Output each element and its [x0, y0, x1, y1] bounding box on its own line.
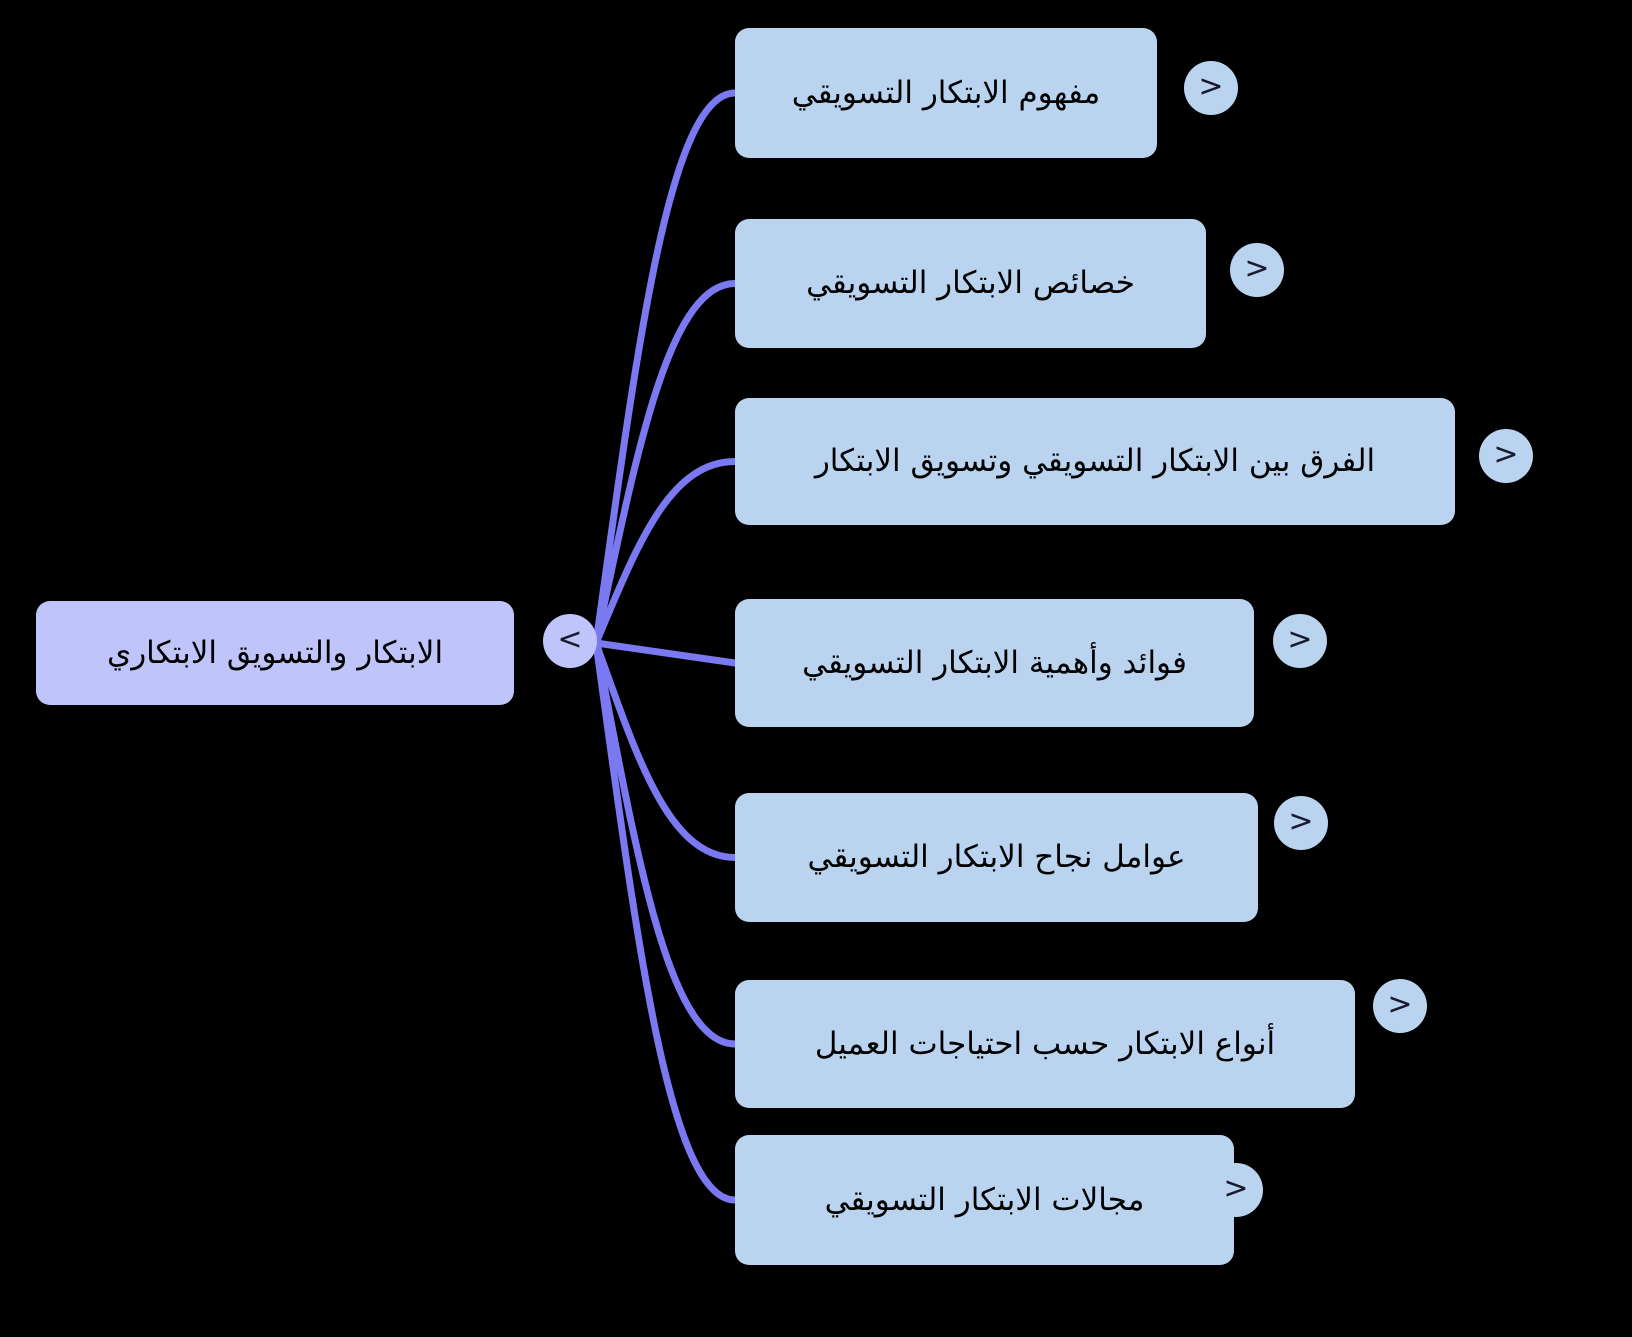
root-node-label: الابتكار والتسويق الابتكاري [106, 634, 444, 671]
child-node-3[interactable]: الفرق بين الابتكار التسويقي وتسويق الابت… [735, 398, 1455, 525]
expand-child-3-button[interactable]: > [1479, 429, 1533, 483]
child-node-2[interactable]: خصائص الابتكار التسويقي [735, 219, 1206, 348]
child-node-6[interactable]: أنواع الابتكار حسب احتياجات العميل [735, 980, 1355, 1108]
child-node-1[interactable]: مفهوم الابتكار التسويقي [735, 28, 1157, 158]
edge-root-to-child-6 [592, 639, 739, 1048]
chevron-right-icon: > [1493, 437, 1519, 472]
expand-child-6-button[interactable]: > [1373, 979, 1427, 1033]
child-node-label: مجالات الابتكار التسويقي [824, 1181, 1145, 1218]
chevron-right-icon: > [1288, 804, 1314, 839]
edge-root-to-child-7 [592, 639, 739, 1204]
collapse-root-button[interactable]: < [543, 614, 597, 668]
expand-child-4-button[interactable]: > [1273, 614, 1327, 668]
child-node-label: فوائد وأهمية الابتكار التسويقي [802, 644, 1187, 681]
edge-root-to-child-2 [592, 280, 739, 647]
expand-child-1-button[interactable]: > [1184, 61, 1238, 115]
chevron-right-icon: > [1198, 69, 1224, 104]
child-node-5[interactable]: عوامل نجاح الابتكار التسويقي [735, 793, 1258, 922]
root-node[interactable]: الابتكار والتسويق الابتكاري [36, 601, 514, 705]
expand-child-7-button[interactable]: > [1209, 1163, 1263, 1217]
edge-root-to-child-3 [592, 458, 739, 647]
child-node-label: مفهوم الابتكار التسويقي [791, 74, 1101, 111]
chevron-right-icon: > [1387, 987, 1413, 1022]
child-node-label: الفرق بين الابتكار التسويقي وتسويق الابت… [814, 443, 1376, 480]
chevron-left-icon: < [557, 622, 583, 657]
edge-root-to-child-5 [592, 639, 739, 861]
child-node-label: عوامل نجاح الابتكار التسويقي [807, 839, 1186, 876]
edge-root-to-child-4 [592, 639, 739, 667]
expand-child-2-button[interactable]: > [1230, 243, 1284, 297]
child-node-label: خصائص الابتكار التسويقي [806, 265, 1135, 302]
expand-child-5-button[interactable]: > [1274, 796, 1328, 850]
edge-root-to-child-1 [592, 89, 739, 647]
child-node-7[interactable]: مجالات الابتكار التسويقي [735, 1135, 1234, 1265]
chevron-right-icon: > [1223, 1171, 1249, 1206]
chevron-right-icon: > [1287, 622, 1313, 657]
chevron-right-icon: > [1244, 251, 1270, 286]
child-node-4[interactable]: فوائد وأهمية الابتكار التسويقي [735, 599, 1254, 727]
child-node-label: أنواع الابتكار حسب احتياجات العميل [814, 1025, 1276, 1062]
